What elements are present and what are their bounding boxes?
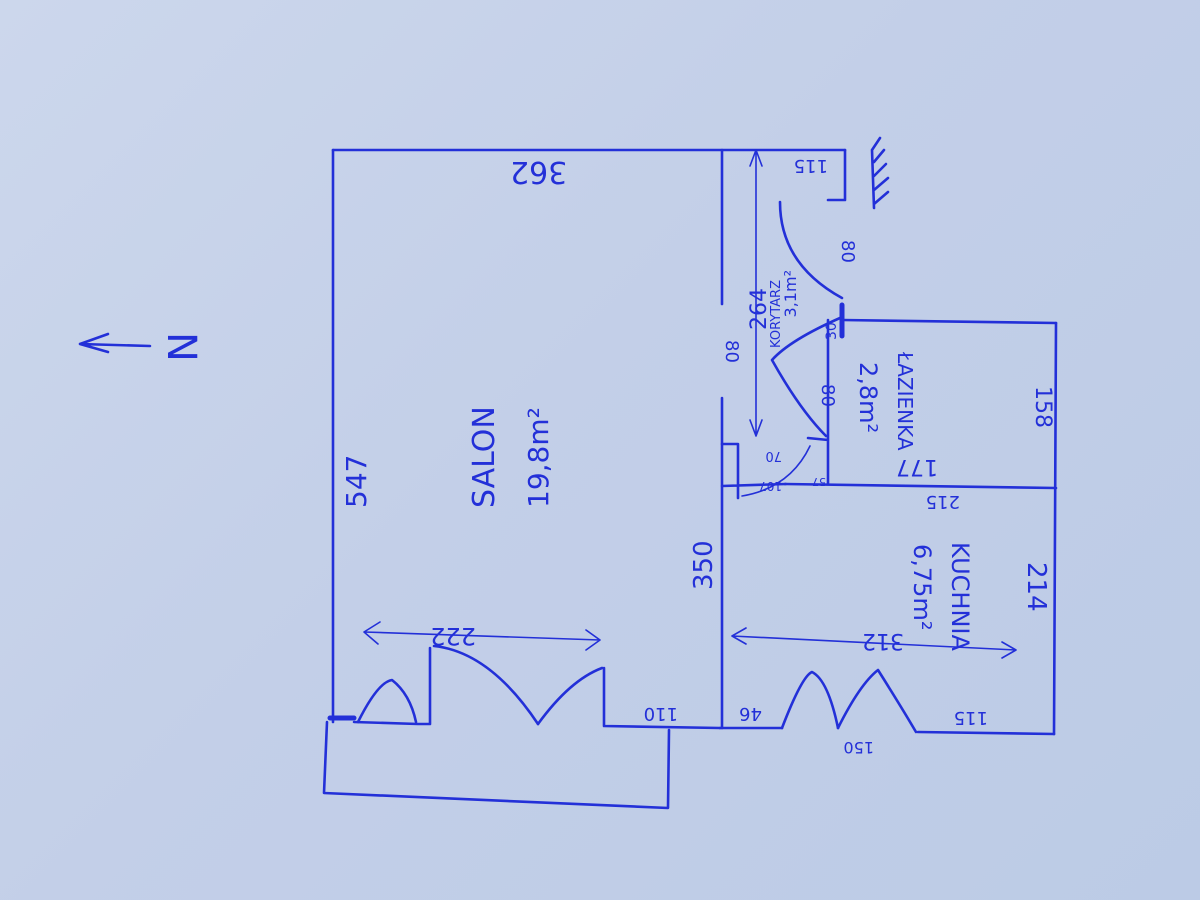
wall-front-salon — [352, 646, 722, 730]
wall-top-right-stub — [826, 148, 847, 202]
kitchen-window-right-swing — [836, 668, 918, 734]
corridor-dimension-arrow — [749, 149, 763, 437]
dim-front-segment: 110 — [644, 703, 678, 724]
dim-small-57: 57 — [812, 475, 826, 488]
openings — [356, 200, 918, 734]
dim-bath-depth: 158 — [1030, 386, 1055, 428]
wall-bath-kitchen — [783, 482, 1058, 490]
kitchen-window-left-swing — [780, 670, 840, 730]
compass-letter: N — [158, 332, 204, 362]
dim-salon-kitchen-wall: 350 — [689, 540, 719, 590]
dim-kitchen-length: 312 — [862, 628, 904, 653]
dim-bath-width: 177 — [896, 454, 938, 479]
dim-kitchen-small-segment: 46 — [739, 703, 762, 724]
dim-small-70: 70 — [765, 448, 782, 463]
dim-window-width: 222 — [430, 622, 476, 650]
dim-left-height: 547 — [340, 455, 373, 508]
dim-door-corridor-left: 80 — [721, 340, 742, 363]
salon-name: SALON — [467, 406, 502, 508]
dim-door-bath: 80 — [817, 384, 838, 407]
dim-kitchen-depth: 214 — [1021, 562, 1051, 612]
wall-bath-top — [840, 318, 1058, 325]
walls — [322, 136, 1058, 810]
dim-top-right-segment: 115 — [794, 155, 828, 176]
compass: N — [78, 332, 204, 362]
dim-small-wall-30: 30 — [824, 322, 840, 340]
lazienka-name: ŁAZIENKA — [893, 351, 917, 451]
salon-window-left-swing — [432, 644, 540, 726]
dim-door-entrance: 80 — [837, 240, 858, 263]
dim-kitchen-right-segment: 115 — [954, 707, 988, 728]
room-labels: SALON 19,8m² KUCHNIA 6,75m² ŁAZIENKA 2,8… — [467, 270, 974, 651]
salon-window-right-swing — [536, 666, 604, 726]
dim-small-107: 107 — [759, 479, 782, 493]
balcony-outline — [322, 720, 671, 810]
dim-kitchen-window: 150 — [843, 738, 874, 757]
wall-front-kitchen — [718, 726, 1056, 736]
closet-door-swing — [741, 445, 811, 497]
kuchnia-area: 6,75m² — [908, 544, 936, 630]
kitchen-dimension-arrow — [731, 627, 1017, 659]
wall-bath-left — [806, 318, 830, 486]
kuchnia-name: KUCHNIA — [946, 542, 974, 651]
dimension-labels: 362 547 350 222 110 46 150 115 312 214 2… — [340, 154, 1055, 757]
entrance-door-swing — [778, 200, 844, 300]
exterior-hatch-icon — [870, 136, 890, 210]
window-dimension-arrow — [363, 621, 601, 651]
dim-corridor-length: 264 — [747, 288, 772, 330]
dim-top-width: 362 — [510, 154, 567, 189]
wall-kitchen-right — [1052, 321, 1058, 736]
lazienka-area: 2,8m² — [854, 362, 882, 433]
north-arrow-icon — [78, 332, 152, 354]
dim-kitchen-top: 215 — [926, 491, 960, 512]
salon-area: 19,8m² — [522, 407, 555, 508]
balcony-door-swing — [356, 678, 418, 724]
korytarz-name: KORYTARZ — [769, 280, 784, 348]
dimension-lines — [363, 149, 1017, 659]
korytarz-area: 3,1m² — [781, 270, 800, 317]
bath-door-swing — [770, 316, 842, 438]
